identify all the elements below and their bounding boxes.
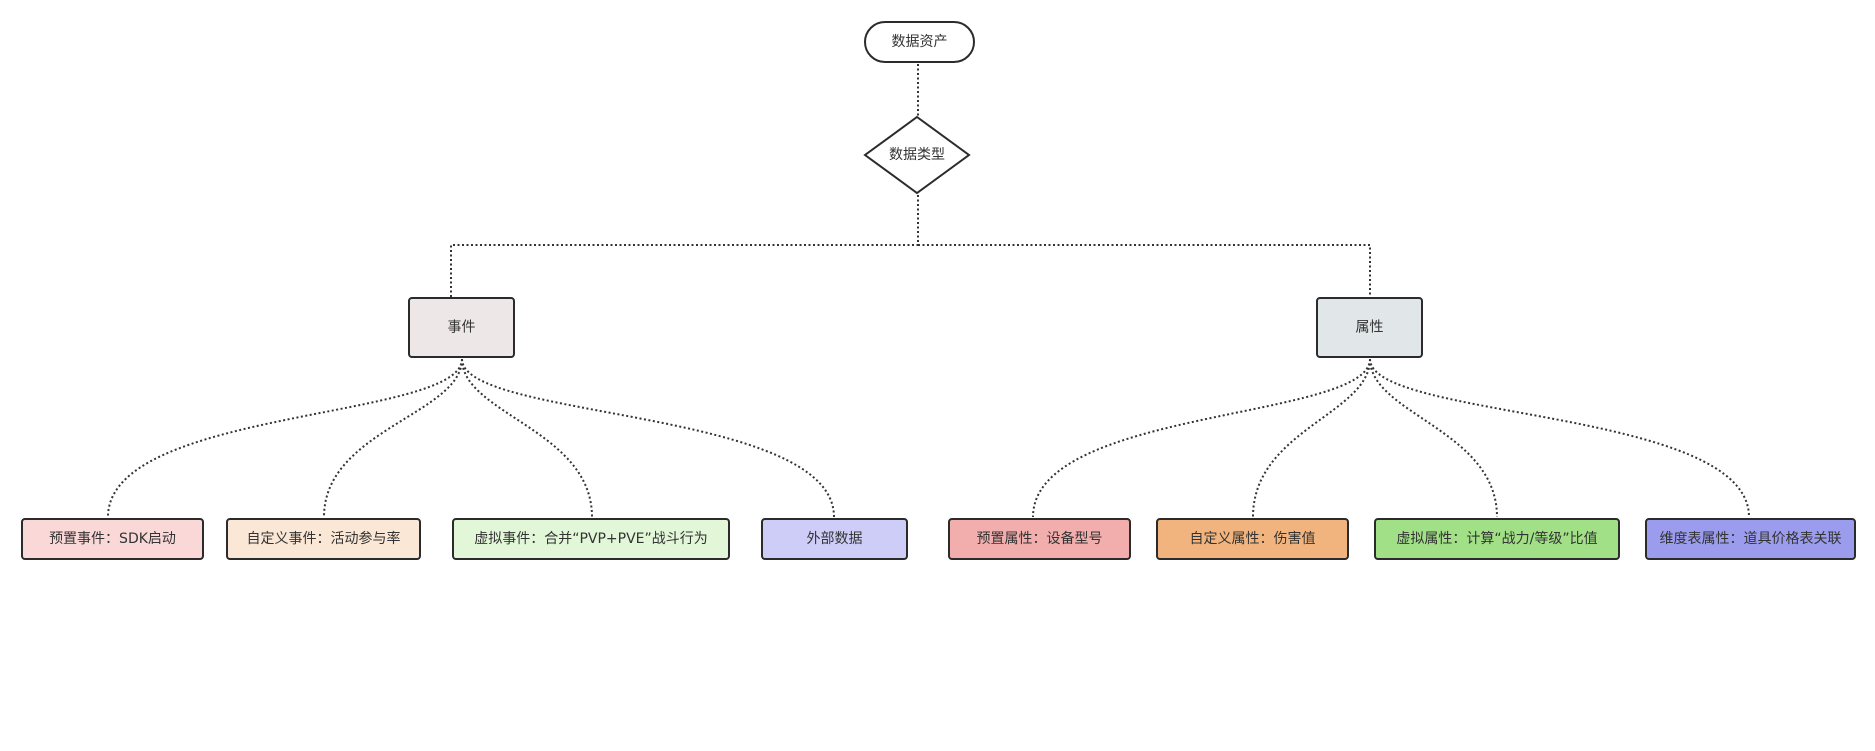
leaf-node-attribute-preset-label: 预置属性：设备型号: [977, 530, 1103, 547]
leaf-node-event-custom-label: 自定义事件：活动参与率: [247, 530, 401, 547]
connector-attributes-to-child-2: [1252, 358, 1371, 518]
category-node-attributes-label: 属性: [1356, 320, 1384, 336]
root-node-shape: [864, 21, 975, 63]
leaf-node-event-custom: 自定义事件：活动参与率: [226, 518, 421, 560]
leaf-node-event-external-label: 外部数据: [807, 531, 863, 547]
leaf-node-attribute-custom: 自定义属性：伤害值: [1156, 518, 1349, 560]
leaf-node-event-virtual: 虚拟事件：合并“PVP+PVE”战斗行为: [452, 518, 730, 560]
leaf-node-attribute-dimension: 维度表属性：道具价格表关联: [1645, 518, 1856, 560]
connector-events-to-child-3: [461, 358, 593, 518]
connector-attributes-to-child-1: [1032, 358, 1371, 518]
leaf-node-event-preset: 预置事件：SDK启动: [21, 518, 204, 560]
decision-node-label: 数据类型: [889, 147, 945, 163]
connector-decision-to-attributes: [918, 244, 1371, 297]
decision-node: 数据类型: [863, 115, 971, 195]
root-node: 数据资产: [864, 21, 975, 63]
leaf-node-attribute-dimension-label: 维度表属性：道具价格表关联: [1660, 531, 1842, 547]
connectors: [107, 64, 1750, 518]
leaf-node-attribute-preset-shape: [948, 518, 1131, 560]
decision-node-shape: [863, 115, 971, 195]
leaf-node-attribute-custom-shape: [1156, 518, 1349, 560]
category-node-events: 事件: [408, 297, 515, 358]
connector-events-to-child-2: [323, 358, 463, 518]
leaf-node-event-preset-shape: [21, 518, 204, 560]
category-node-attributes-shape: [1316, 297, 1423, 358]
leaf-node-attribute-virtual: 虚拟属性：计算“战力/等级”比值: [1374, 518, 1620, 560]
connector-decision-to-events: [450, 195, 919, 297]
leaf-node-event-external-shape: [761, 518, 908, 560]
leaf-node-event-external: 外部数据: [761, 518, 908, 560]
leaf-node-event-virtual-shape: [452, 518, 730, 560]
leaf-node-attribute-custom-label: 自定义属性：伤害值: [1190, 531, 1316, 547]
leaf-node-event-custom-shape: [226, 518, 421, 560]
root-node-label: 数据资产: [892, 34, 948, 50]
leaf-node-attribute-virtual-shape: [1374, 518, 1620, 560]
category-node-events-shape: [408, 297, 515, 358]
category-node-events-label: 事件: [448, 320, 476, 336]
connector-attributes-to-child-3: [1369, 358, 1498, 518]
leaf-node-attribute-preset: 预置属性：设备型号: [948, 518, 1131, 560]
leaf-node-attribute-virtual-label: 虚拟属性：计算“战力/等级”比值: [1396, 530, 1597, 547]
leaf-node-attribute-dimension-shape: [1645, 518, 1856, 560]
connector-attributes-to-child-4: [1369, 358, 1750, 518]
connector-events-to-child-1: [107, 358, 463, 518]
leaf-node-event-virtual-label: 虚拟事件：合并“PVP+PVE”战斗行为: [474, 531, 708, 547]
category-node-attributes: 属性: [1316, 297, 1423, 358]
leaf-node-event-preset-label: 预置事件：SDK启动: [49, 531, 176, 547]
connector-events-to-child-4: [461, 358, 835, 518]
